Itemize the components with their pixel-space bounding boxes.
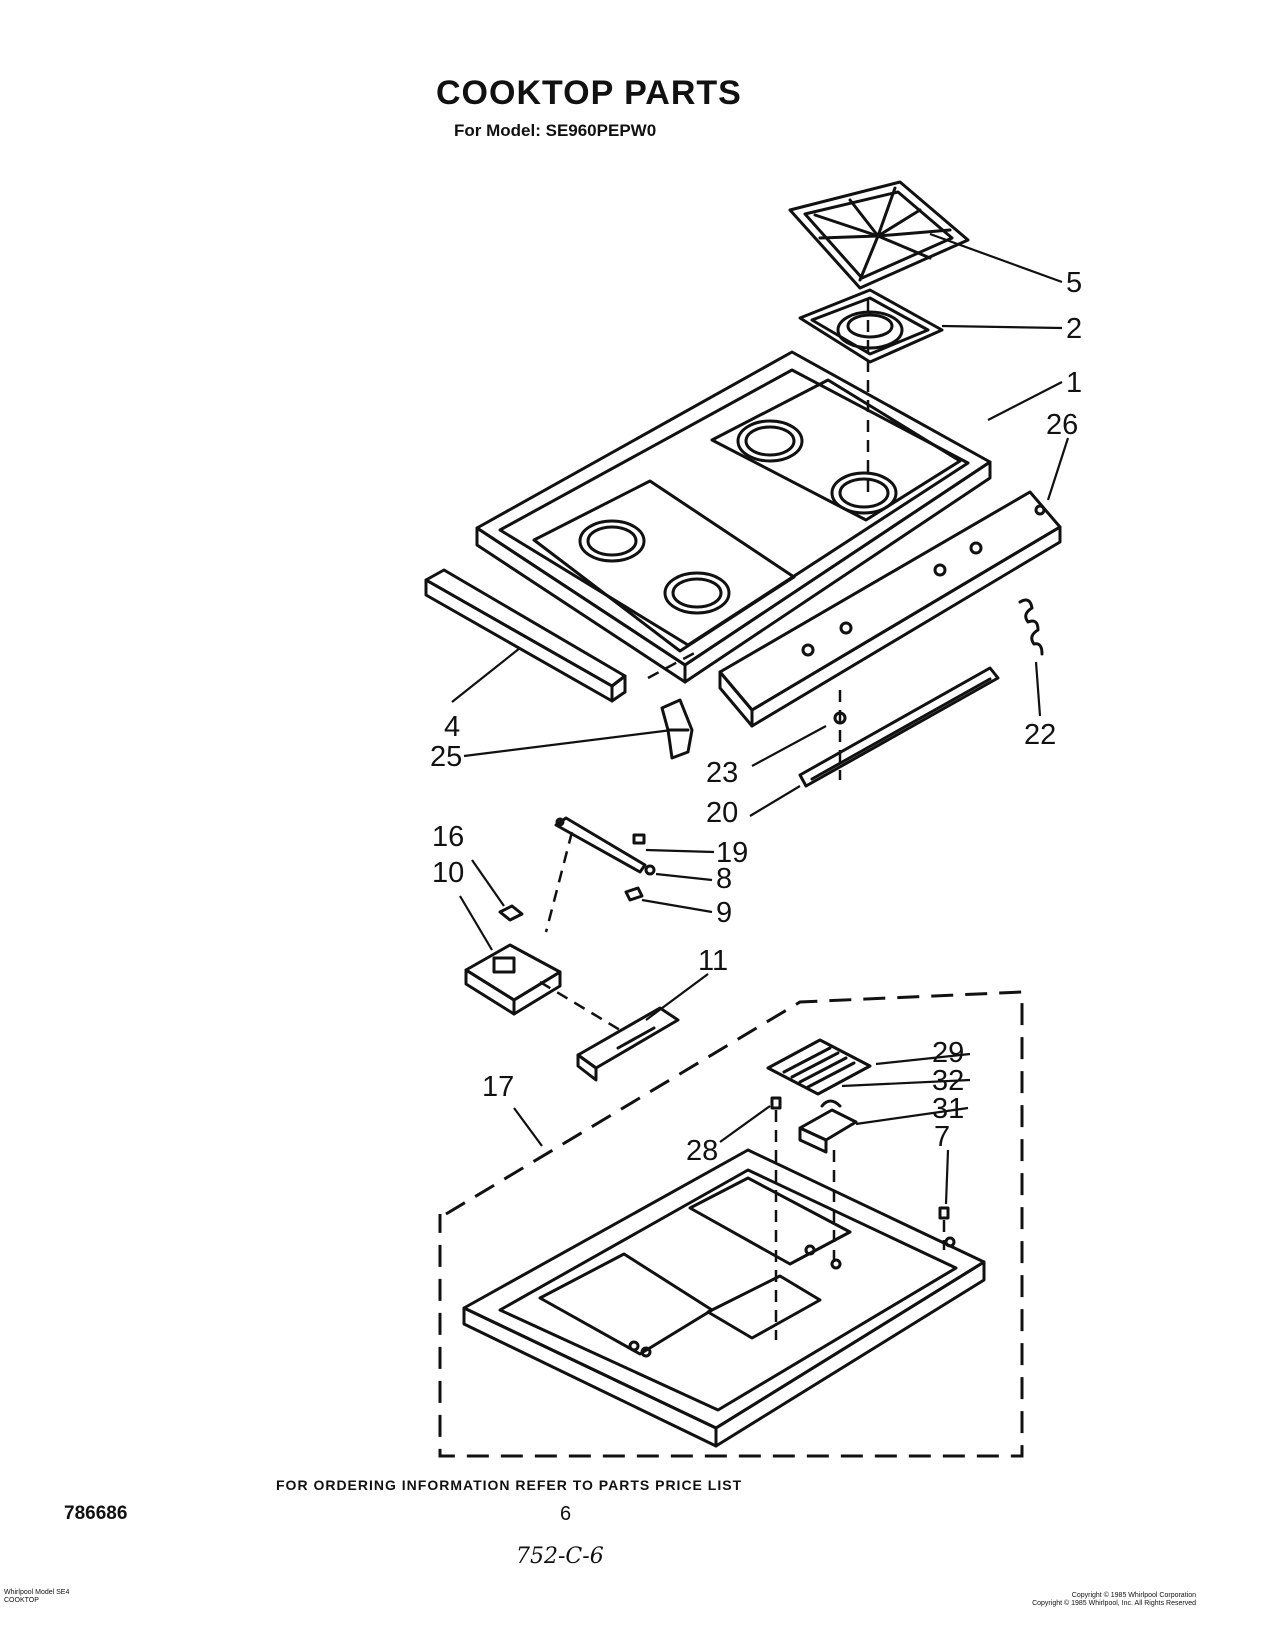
page-title: COOKTOP PARTS: [436, 74, 742, 112]
callout-32: 32: [932, 1065, 964, 1097]
front-trim-part: [424, 568, 627, 703]
leader-lines: [451, 232, 1070, 1205]
callout-22: 22: [1024, 719, 1056, 751]
callout-labels: 5 2 1 26 4 25 22 23 20 16 10 19 8 9 11 1…: [430, 267, 1082, 1167]
end-cap-part: [660, 698, 694, 760]
callout-1: 1: [1066, 367, 1082, 399]
callout-2: 2: [1066, 313, 1082, 345]
callout-9: 9: [716, 897, 732, 929]
screw-28-part: [770, 1096, 782, 1110]
bracket-bar-part: [798, 666, 1000, 788]
callout-5: 5: [1066, 267, 1082, 299]
callout-16: 16: [432, 821, 464, 853]
callout-26: 26: [1046, 409, 1078, 441]
assembly-lines: [539, 300, 946, 1340]
document-number: 786686: [64, 1503, 128, 1524]
callout-10: 10: [432, 857, 464, 889]
callout-4: 4: [444, 711, 460, 743]
copyright-line: Copyright © 1985 Whirlpool Corporation: [1071, 1592, 1196, 1599]
model-subtitle: For Model: SE960PEPW0: [454, 121, 657, 140]
small-print-left-line: COOKTOP: [4, 1597, 39, 1604]
callout-7: 7: [934, 1121, 950, 1153]
callout-29: 29: [932, 1037, 964, 1069]
main-cooktop-part: [475, 350, 992, 684]
mounting-plate-part: [576, 1006, 680, 1082]
callout-17: 17: [482, 1071, 514, 1103]
callout-11: 11: [698, 945, 728, 977]
callout-23: 23: [706, 757, 738, 789]
callout-20: 20: [706, 797, 738, 829]
copyright-notice: Copyright © 1985 Whirlpool Corporation C…: [1000, 1592, 1196, 1608]
small-print-left-line: Whirlpool Model SE4: [4, 1589, 70, 1596]
callout-31: 31: [932, 1093, 964, 1125]
callout-25: 25: [430, 741, 462, 773]
small-print-left: Whirlpool Model SE4 COOKTOP: [4, 1589, 69, 1605]
ignitor-bracket-part: [554, 816, 656, 902]
copyright-line: Copyright © 1985 Whirlpool, Inc. All Rig…: [1032, 1600, 1196, 1607]
box-outline: [438, 990, 1024, 1458]
spring-clip-part: [1018, 598, 1044, 656]
callout-28: 28: [686, 1135, 718, 1167]
vent-bracket-part: [798, 1099, 858, 1154]
vent-grille-part: [766, 1038, 872, 1096]
handwritten-note: 752-C-6: [516, 1544, 604, 1569]
drip-bowl-part: [798, 288, 944, 364]
switch-module-part: [464, 904, 562, 1016]
grate-part: [788, 180, 970, 290]
screw-7-part: [938, 1206, 950, 1220]
callout-19: 19: [716, 837, 748, 869]
page-number: 6: [560, 1503, 572, 1525]
ordering-note: FOR ORDERING INFORMATION REFER TO PARTS …: [276, 1477, 743, 1493]
rear-rail-part: [718, 490, 1062, 728]
callout-8: 8: [716, 863, 732, 895]
burner-box-part: [462, 1148, 986, 1448]
